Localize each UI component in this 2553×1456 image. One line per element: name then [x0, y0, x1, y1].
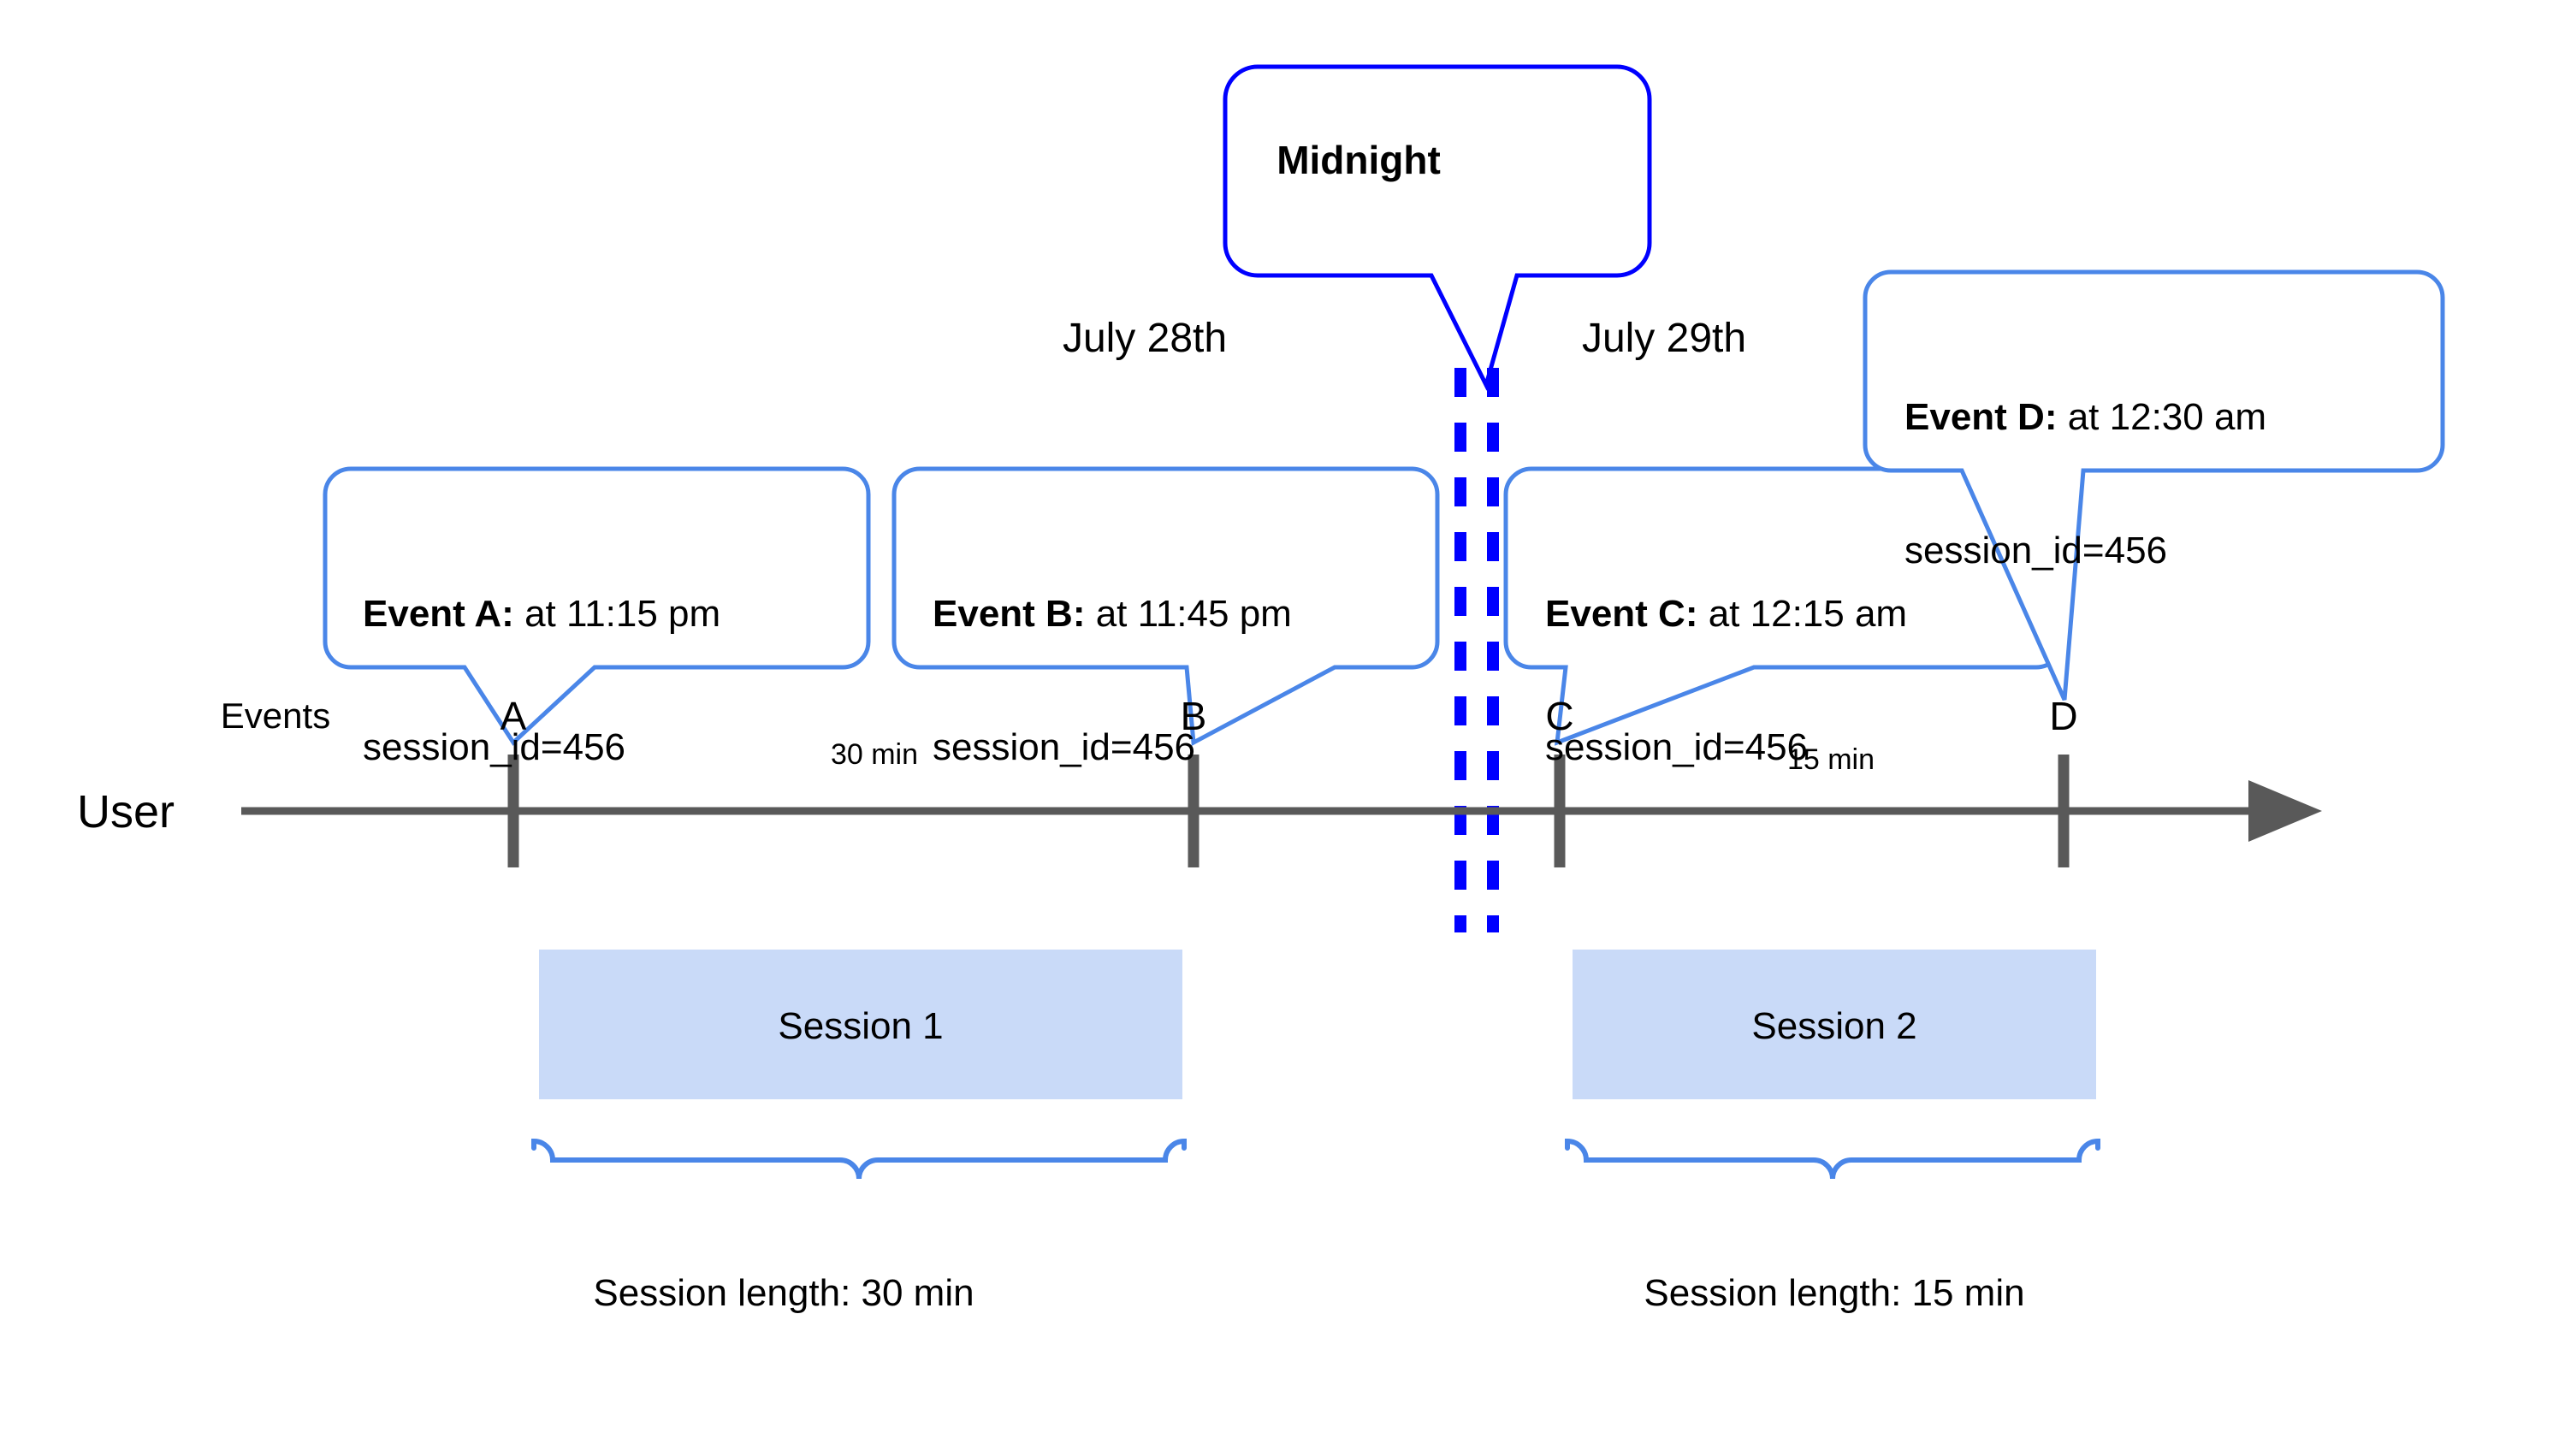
- event-d-callout-shape: [1863, 269, 2445, 701]
- event-d-name: Event D:: [1904, 395, 2058, 438]
- event-b-callout-text: Event B: at 11:45 pm session_id=456: [933, 503, 1292, 858]
- event-b-callout-shape: [891, 466, 1440, 746]
- session-1-brace: [531, 1138, 1187, 1180]
- midnight-callout-shape: [1223, 64, 1652, 391]
- event-b-time: at 11:45 pm: [1085, 592, 1292, 635]
- timeline-arrowhead: [2248, 780, 2322, 842]
- event-d-session-id: session_id=456: [1904, 529, 2168, 571]
- session-1-block: [539, 950, 1182, 1099]
- duration-label-c-d: 15 min: [1786, 743, 1875, 776]
- event-a-name: Event A:: [363, 592, 514, 635]
- event-c-time: at 12:15 am: [1697, 592, 1908, 635]
- date-label-july-29: July 29th: [1581, 316, 1747, 361]
- event-d-callout-text: Event D: at 12:30 am session_id=456: [1904, 306, 2266, 661]
- event-a-session-id: session_id=456: [363, 725, 626, 768]
- event-a-callout-shape: [323, 466, 871, 746]
- event-marker-a: A: [500, 694, 527, 738]
- event-b-name: Event B:: [933, 592, 1086, 635]
- session-1-label: Session 1: [778, 1005, 944, 1047]
- event-b-session-id: session_id=456: [933, 725, 1196, 768]
- date-label-july-28: July 28th: [1062, 316, 1228, 361]
- midnight-label: Midnight: [1276, 138, 1441, 182]
- lane-label-user: User: [77, 786, 175, 837]
- event-c-name: Event C:: [1545, 592, 1698, 635]
- session-2-brace: [1565, 1138, 2100, 1180]
- event-d-time: at 12:30 am: [2057, 395, 2267, 438]
- event-marker-b: B: [1180, 694, 1207, 738]
- event-marker-d: D: [2049, 694, 2078, 738]
- lane-label-events: Events: [220, 695, 331, 736]
- session-1-length-label: Session length: 30 min: [593, 1272, 974, 1314]
- event-c-session-id: session_id=456: [1545, 725, 1809, 768]
- event-c-callout-text: Event C: at 12:15 am session_id=456: [1545, 503, 1907, 858]
- duration-label-a-b: 30 min: [830, 738, 919, 771]
- session-2-length-label: Session length: 15 min: [1644, 1272, 2025, 1314]
- session-2-label: Session 2: [1751, 1005, 1917, 1047]
- event-marker-c: C: [1545, 694, 1574, 738]
- session-2-block: [1573, 950, 2096, 1099]
- event-a-time: at 11:15 pm: [513, 592, 721, 635]
- event-a-callout-text: Event A: at 11:15 pm session_id=456: [363, 503, 720, 858]
